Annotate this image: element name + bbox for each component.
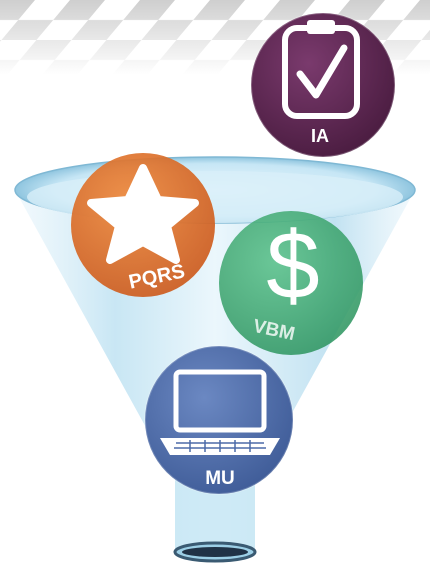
clipboard-check-icon <box>282 20 360 119</box>
laptop-icon <box>160 369 280 455</box>
star-icon <box>87 164 199 264</box>
badge-mu: MU <box>144 345 294 495</box>
badge-pqrs: PQRS <box>71 153 215 297</box>
badge-ia-label: IA <box>311 126 329 146</box>
badge-mu-label: MU <box>205 468 235 489</box>
badge-ia: IA <box>250 12 396 158</box>
dollar-icon: $ <box>266 212 319 319</box>
badge-vbm: $ VBM <box>219 211 363 355</box>
